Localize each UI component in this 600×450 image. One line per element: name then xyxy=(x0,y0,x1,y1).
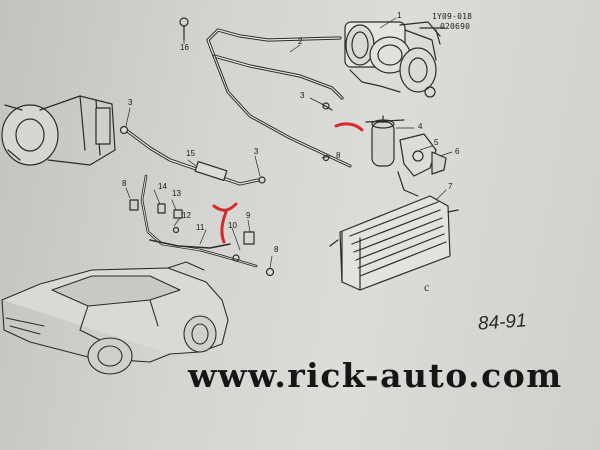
accumulator-drawing xyxy=(365,115,405,167)
callout-6: 6 xyxy=(455,147,460,156)
bracket-drawing xyxy=(397,133,447,197)
handwritten-year-range: 84-91 xyxy=(477,310,528,335)
callout-8b: 8 xyxy=(122,179,127,188)
callout-7: 7 xyxy=(448,182,453,191)
blower-assembly-drawing xyxy=(1,95,116,166)
corvette-car-illustration xyxy=(1,261,229,375)
scribble-mark: c xyxy=(424,280,430,294)
callout-3b: 3 xyxy=(128,98,133,107)
callout-5: 5 xyxy=(434,138,439,147)
callout-12: 12 xyxy=(182,211,191,220)
callout-3c: 3 xyxy=(254,147,259,156)
red-mark-fitting xyxy=(212,202,238,244)
fittings-drawing xyxy=(119,17,333,277)
callout-8c: 8 xyxy=(274,245,279,254)
callout-9: 9 xyxy=(246,211,251,220)
callout-13: 13 xyxy=(172,189,181,198)
leader-lines xyxy=(125,17,453,269)
condenser-drawing xyxy=(329,195,459,291)
callout-8a: 8 xyxy=(336,151,341,160)
ac-compressor-drawing xyxy=(344,21,446,98)
callout-14: 14 xyxy=(158,182,167,191)
callout-10: 10 xyxy=(228,221,237,230)
callout-11: 11 xyxy=(196,223,205,232)
red-mark-accumulator xyxy=(334,122,364,132)
red-marker-annotations xyxy=(212,122,364,244)
callout-4: 4 xyxy=(418,122,423,131)
callout-1: 1 xyxy=(397,11,402,20)
callout-2: 2 xyxy=(298,37,303,46)
callout-16: 16 xyxy=(180,43,189,52)
catalog-code-1: 1Y09-018 xyxy=(432,12,473,21)
catalog-code-2: 020690 xyxy=(440,22,471,31)
website-watermark: www.rick-auto.com xyxy=(188,356,563,395)
callout-3a: 3 xyxy=(300,91,305,100)
callout-15: 15 xyxy=(186,149,195,158)
